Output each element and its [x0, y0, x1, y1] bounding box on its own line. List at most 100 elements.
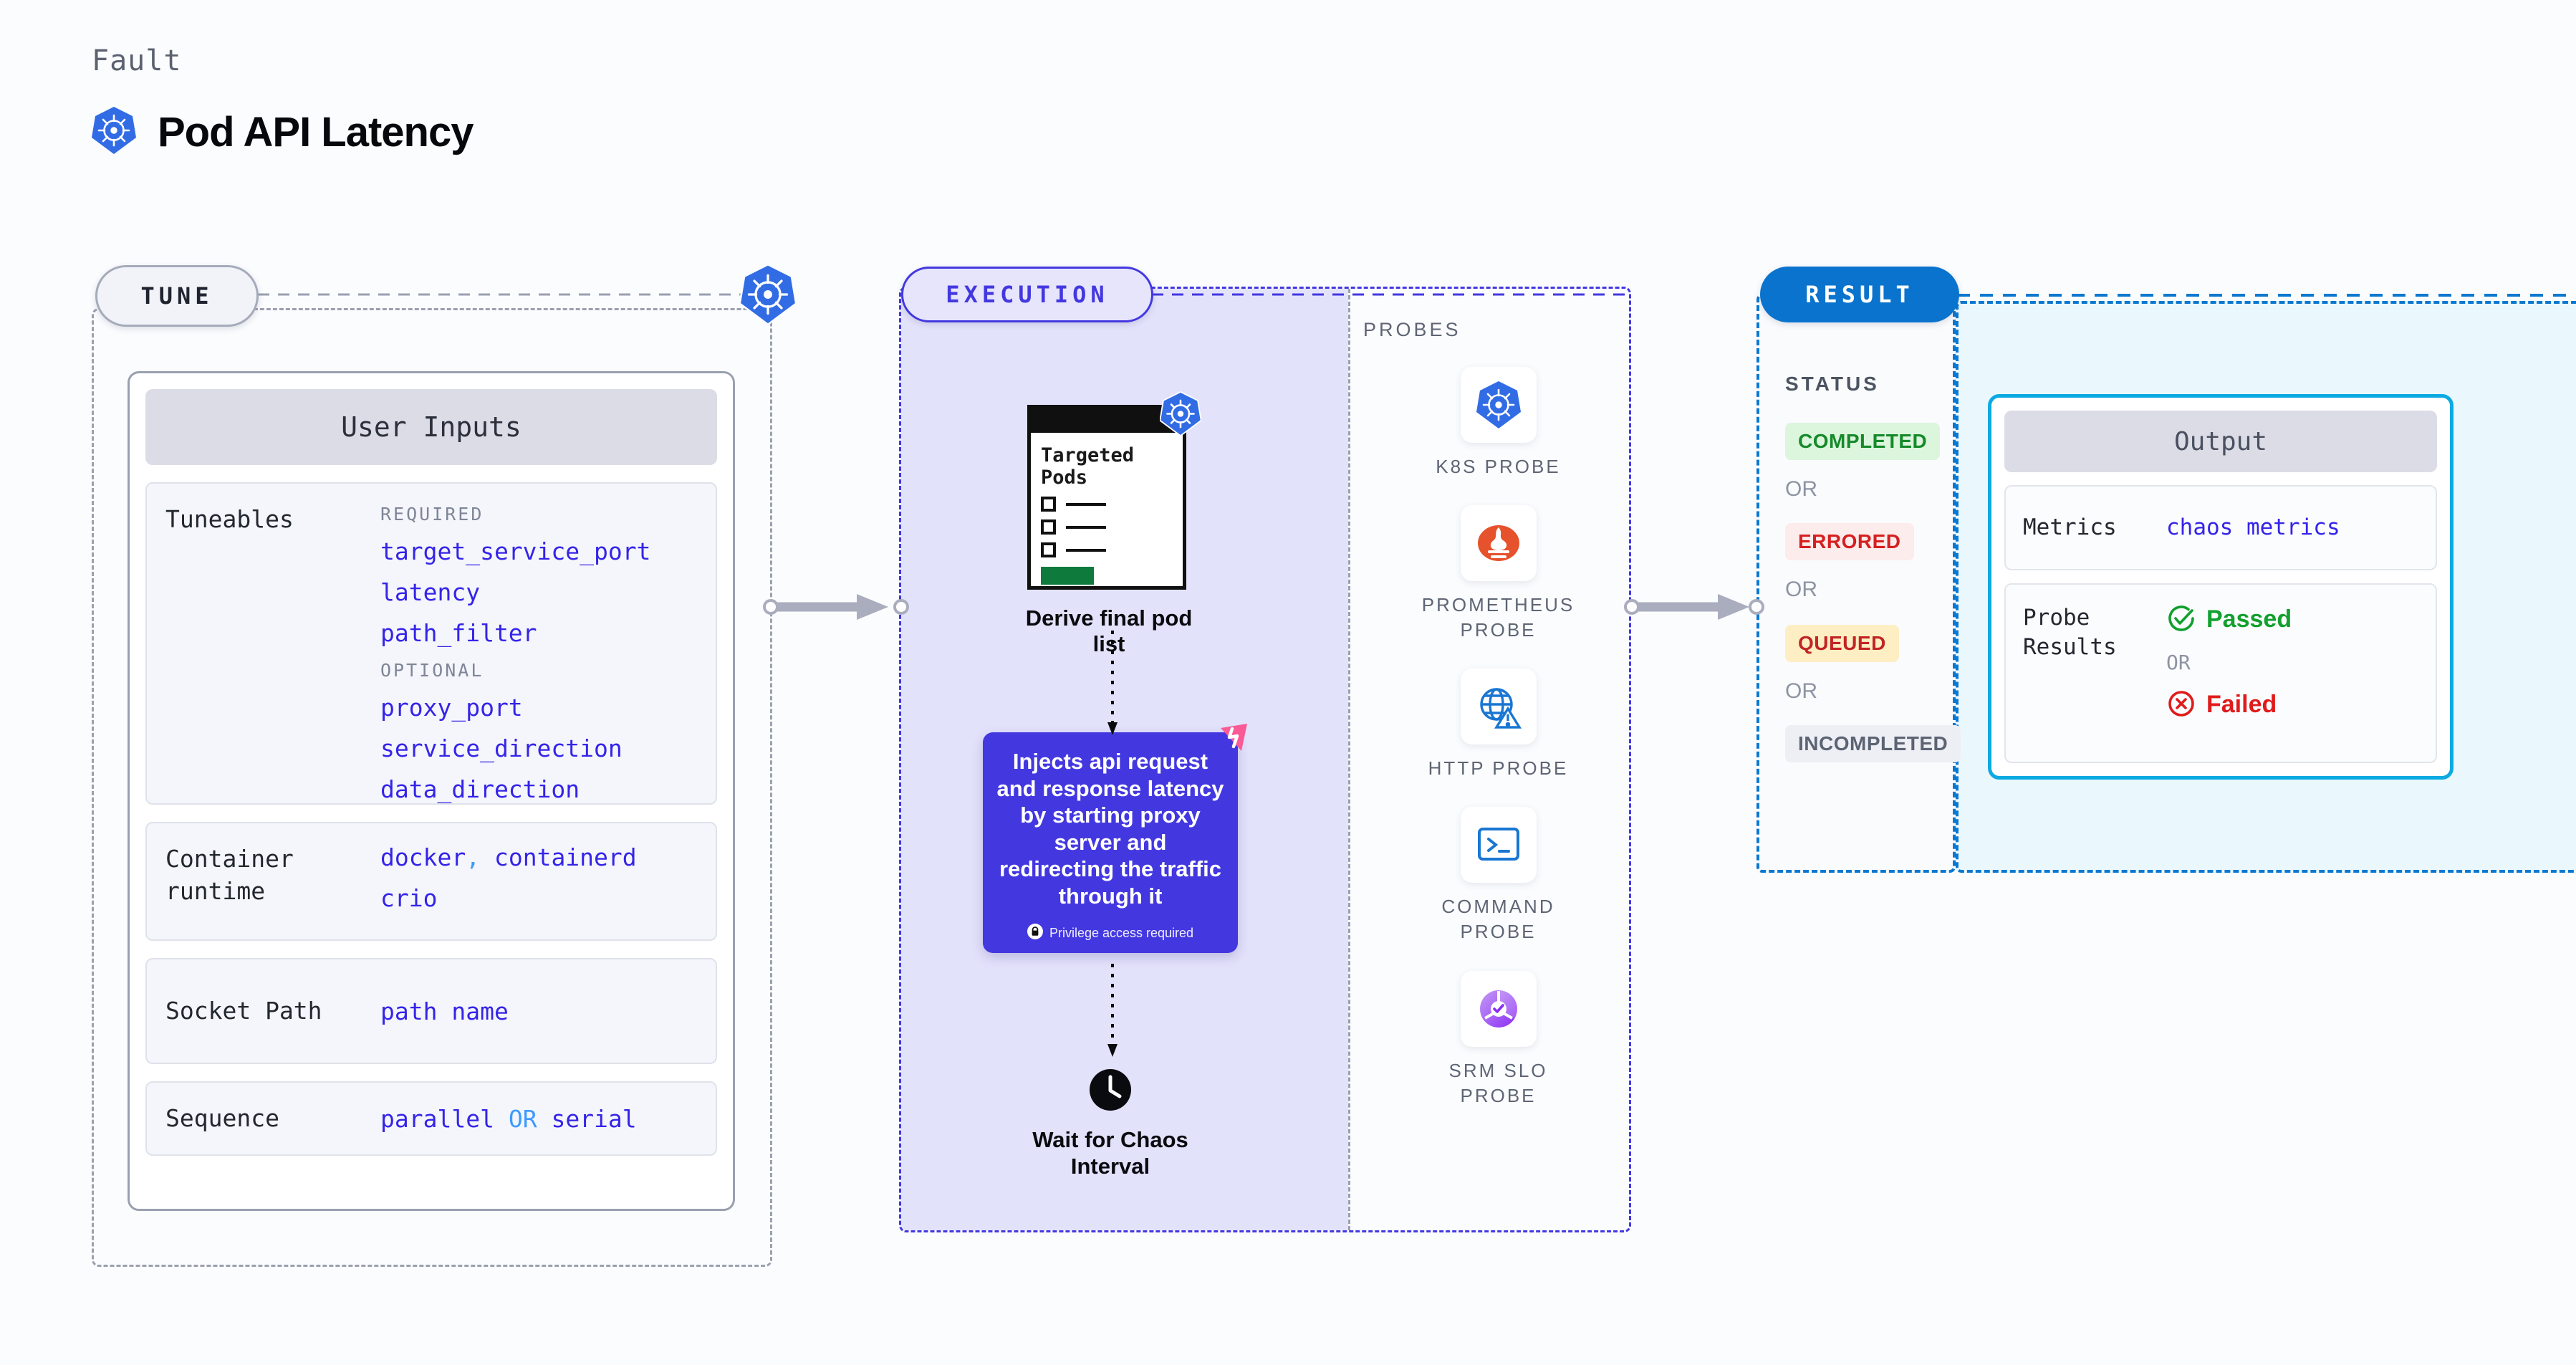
kubernetes-icon — [1460, 367, 1537, 443]
prometheus-icon — [1460, 505, 1537, 582]
wait-caption-line-1: Wait for Chaos — [1032, 1127, 1188, 1152]
tune-panel — [92, 308, 772, 1267]
kubernetes-icon — [92, 106, 136, 158]
window-titlebar — [1031, 408, 1183, 433]
sequence-operator: OR — [508, 1104, 537, 1133]
output-card: Output Metrics chaos metrics Probe Resul… — [1988, 394, 2454, 780]
window-body: Targeted Pods — [1031, 433, 1183, 596]
sequence-serial[interactable]: serial — [551, 1104, 637, 1133]
probe-label-command: COMMAND PROBE — [1441, 896, 1555, 943]
checkbox-icon[interactable] — [1041, 497, 1056, 512]
connector-dot-result — [1749, 599, 1764, 615]
wait-chaos-interval-caption: Wait for Chaos Interval — [1032, 1126, 1188, 1179]
socket-path-label: Socket Path — [165, 996, 322, 1025]
status-or-1: OR — [1785, 477, 1817, 501]
user-inputs-title: User Inputs — [145, 389, 717, 465]
runtime-crio[interactable]: crio — [380, 884, 438, 912]
runtime-docker[interactable]: docker — [380, 843, 466, 871]
checkbox-icon[interactable] — [1041, 542, 1056, 558]
placeholder-line — [1066, 525, 1106, 529]
tuneable-proxy-port[interactable]: proxy_port — [380, 694, 523, 722]
tune-stage-pill[interactable]: TUNE — [95, 265, 259, 327]
metrics-label: Metrics — [2023, 514, 2117, 540]
container-runtime-values-row1[interactable]: docker, containerd — [380, 843, 637, 871]
targeted-pods-node: Targeted Pods — [1026, 391, 1202, 657]
checkbox-icon[interactable] — [1041, 519, 1056, 535]
sequence-label: Sequence — [165, 1103, 279, 1132]
optional-label: OPTIONAL — [380, 660, 484, 681]
tuneable-latency[interactable]: latency — [380, 578, 481, 606]
pod-list-item — [1041, 497, 1173, 512]
targeted-pods-heading: Targeted Pods — [1041, 444, 1173, 489]
tuneable-target-service-port[interactable]: target_service_port — [380, 537, 651, 565]
placeholder-line — [1066, 502, 1106, 506]
probe-result-failed: Failed — [2166, 689, 2292, 722]
execution-stage-pill[interactable]: EXECUTION — [901, 267, 1153, 322]
probe-result-failed-text: Failed — [2206, 691, 2277, 718]
output-title: Output — [2004, 411, 2437, 473]
confirm-button[interactable] — [1041, 567, 1094, 585]
privilege-note-text: Privilege access required — [1049, 926, 1194, 940]
wait-chaos-interval-node: Wait for Chaos Interval — [1010, 1068, 1211, 1179]
probe-result-passed-text: Passed — [2206, 605, 2292, 633]
runtime-separator: , — [466, 843, 481, 871]
pod-list-item — [1041, 542, 1173, 558]
kubernetes-icon — [1159, 391, 1202, 437]
dashed-line-result-top — [1957, 294, 2576, 297]
probe-k8s[interactable]: K8S PROBE — [1363, 367, 1633, 479]
connector-execution-to-result — [1638, 594, 1749, 620]
result-status-panel — [1756, 294, 1956, 873]
fault-eyebrow: Fault — [92, 44, 182, 77]
container-runtime-label: Container runtime — [165, 845, 294, 905]
clock-icon — [1088, 1068, 1133, 1115]
probe-srm-slo[interactable]: SRM SLO PROBE — [1363, 970, 1633, 1108]
probe-http[interactable]: HTTP PROBE — [1363, 669, 1633, 781]
flow-arrow-inject-to-wait — [1107, 964, 1118, 1057]
result-stage-pill[interactable]: RESULT — [1760, 267, 1959, 322]
probe-label-srm-slo: SRM SLO PROBE — [1448, 1059, 1548, 1106]
terminal-icon — [1460, 807, 1537, 883]
status-badge-errored: ERRORED — [1785, 523, 1914, 560]
dashed-line-execution-top — [1152, 293, 1633, 296]
srm-slo-icon — [1460, 970, 1537, 1047]
page-header: Fault Pod API Latency — [92, 44, 474, 158]
probe-command[interactable]: COMMAND PROBE — [1363, 807, 1633, 944]
socket-path-value[interactable]: path name — [380, 997, 509, 1025]
fault-injection-card: Injects api request and response latency… — [983, 724, 1247, 953]
sequence-values[interactable]: parallel OR serial — [380, 1105, 637, 1133]
http-globe-icon — [1460, 669, 1537, 745]
user-inputs-card: User Inputs Tuneables REQUIRED target_se… — [128, 371, 735, 1211]
flow-arrow-derive-to-inject — [1107, 631, 1118, 735]
placeholder-line — [1066, 548, 1106, 552]
tuneable-data-direction[interactable]: data_direction — [380, 775, 580, 803]
connector-dot-execution-left — [893, 599, 909, 615]
sequence-parallel[interactable]: parallel — [380, 1104, 494, 1133]
metrics-value[interactable]: chaos metrics — [2166, 514, 2340, 541]
litmus-chaos-icon — [1212, 718, 1254, 760]
check-circle-icon — [2166, 603, 2196, 636]
title-row: Pod API Latency — [92, 106, 474, 158]
tuneable-path-filter[interactable]: path_filter — [380, 619, 537, 647]
x-circle-icon — [2166, 689, 2196, 722]
probes-column: PROBES K8S PROBE — [1348, 289, 1633, 1230]
probe-prometheus[interactable]: PROMETHEUS PROBE — [1363, 505, 1633, 643]
sequence-section: Sequence parallel OR serial — [145, 1081, 717, 1156]
status-badge-completed: COMPLETED — [1785, 423, 1941, 460]
privilege-note: Privilege access required — [1027, 924, 1193, 943]
tuneables-label: Tuneables — [165, 505, 294, 533]
fault-injection-text: Injects api request and response latency… — [996, 749, 1224, 909]
probe-results-label: Probe Results — [2023, 604, 2117, 661]
tuneables-section: Tuneables REQUIRED target_service_port l… — [145, 482, 717, 805]
tuneable-service-direction[interactable]: service_direction — [380, 734, 623, 762]
heading-line-1: Targeted — [1041, 444, 1135, 466]
pod-list-item — [1041, 519, 1173, 535]
container-runtime-section: Container runtime docker, containerd cri… — [145, 822, 717, 941]
runtime-containerd[interactable]: containerd — [494, 843, 637, 871]
probe-label-http: HTTP PROBE — [1428, 757, 1569, 780]
lock-icon — [1027, 924, 1043, 943]
derive-pod-list-caption: Derive final pod list — [1025, 605, 1193, 656]
probe-label-k8s: K8S PROBE — [1436, 456, 1561, 477]
targeted-pods-window: Targeted Pods — [1027, 391, 1202, 590]
kubernetes-icon — [739, 263, 797, 326]
required-label: REQUIRED — [380, 504, 484, 525]
